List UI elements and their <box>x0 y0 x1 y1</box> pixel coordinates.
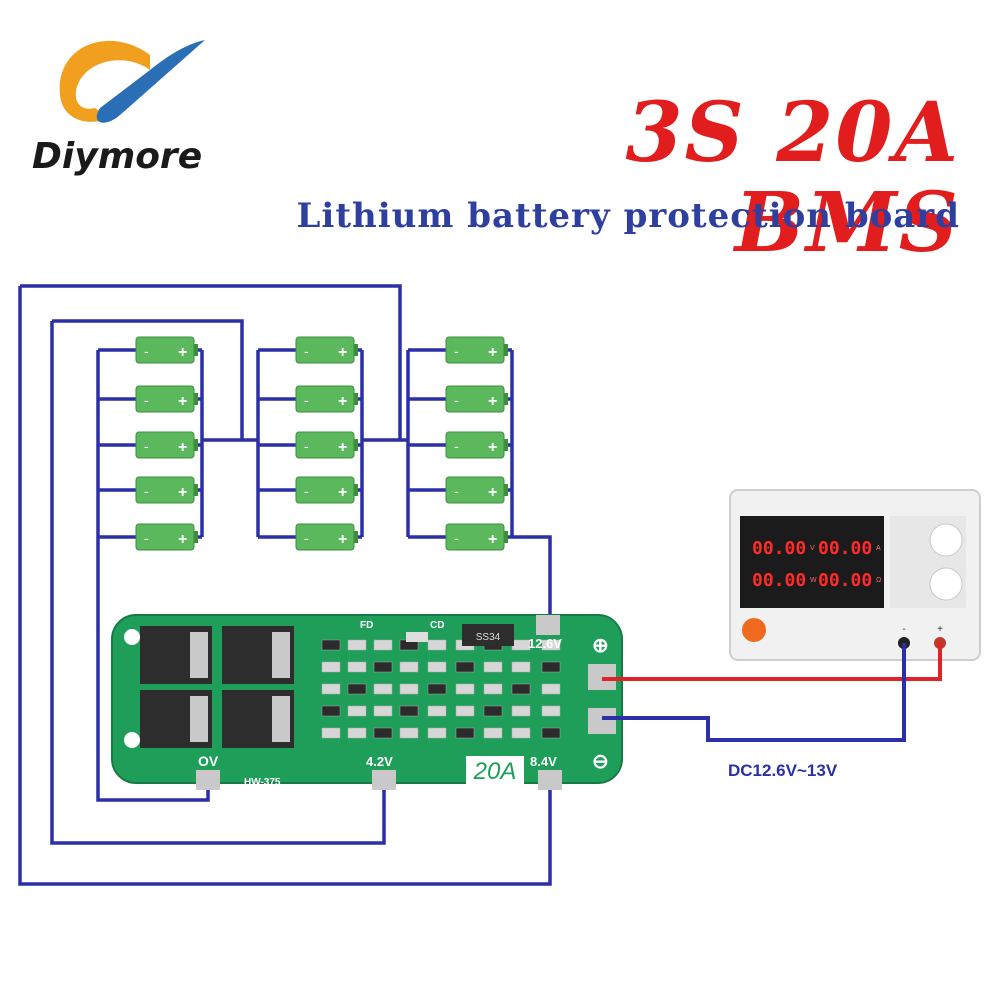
wire-negative <box>602 643 906 742</box>
cell-negative-mark: - <box>304 483 309 499</box>
knob-icon <box>929 523 963 557</box>
pad-ov <box>196 770 220 790</box>
psu-unit: A <box>876 545 881 552</box>
cell-negative-mark: - <box>144 530 149 546</box>
cell-positive-mark: + <box>488 484 497 501</box>
wire-positive <box>602 643 942 681</box>
cell-positive-mark: + <box>178 393 187 410</box>
battery-cell: -+ <box>295 523 358 551</box>
battery-wiring <box>18 284 552 886</box>
cell-negative-mark: - <box>304 343 309 359</box>
psu-readout: 00.00 <box>752 538 806 559</box>
bms-board: SS34 OV 4.2V 8.4V 12.6V FD CD HW-375 ⊕ ⊖… <box>111 614 623 790</box>
diymore-logo-icon <box>59 40 205 123</box>
cell-negative-mark: - <box>304 392 309 408</box>
psu-unit: V <box>810 545 815 552</box>
mosfet-array <box>140 626 294 748</box>
psu-unit: W <box>810 577 817 584</box>
label-4v2: 4.2V <box>366 754 393 769</box>
page-subtitle: Lithium battery protection board <box>296 196 960 236</box>
cell-positive-mark: + <box>338 393 347 410</box>
diode-ss34 <box>462 624 514 646</box>
cell-negative-mark: - <box>144 343 149 359</box>
svg-text:-: - <box>902 624 905 635</box>
label-fd: FD <box>360 620 373 631</box>
power-button-icon <box>742 618 766 642</box>
battery-cell: -+ <box>135 385 198 413</box>
smd-components <box>321 632 561 739</box>
diode-label: SS34 <box>476 632 501 643</box>
cell-positive-mark: + <box>338 484 347 501</box>
cell-negative-mark: - <box>304 530 309 546</box>
mounting-hole <box>124 732 140 748</box>
charge-wiring <box>602 643 942 742</box>
psu-readout: 00.00 <box>752 570 806 591</box>
battery-cell: -+ <box>295 476 358 504</box>
cell-positive-mark: + <box>178 484 187 501</box>
cell-negative-mark: - <box>454 392 459 408</box>
cell-negative-mark: - <box>144 438 149 454</box>
battery-cell: -+ <box>135 431 198 459</box>
label-current-rating: 20A <box>473 758 517 785</box>
pad-12v6 <box>536 615 560 635</box>
label-cd: CD <box>430 620 444 631</box>
pad-4v2 <box>372 770 396 790</box>
brand-name: Diymore <box>32 136 203 177</box>
cell-negative-mark: - <box>144 392 149 408</box>
label-plus: ⊕ <box>592 635 609 657</box>
cell-positive-mark: + <box>338 531 347 548</box>
battery-cell: -+ <box>135 476 198 504</box>
cell-positive-mark: + <box>488 439 497 456</box>
battery-cell: -+ <box>445 385 508 413</box>
battery-cell: -+ <box>445 336 508 364</box>
pad-8v4 <box>538 770 562 790</box>
pad-minus <box>588 708 616 734</box>
battery-pack: -+-+-+-+-+-+-+-+-+-+-+-+-+-+-+ <box>135 336 508 551</box>
cell-positive-mark: + <box>338 344 347 361</box>
psu-unit: Ω <box>876 577 881 584</box>
label-ov: OV <box>198 753 219 769</box>
battery-cell: -+ <box>295 336 358 364</box>
svg-text:+: + <box>937 624 943 635</box>
cell-positive-mark: + <box>338 439 347 456</box>
cell-positive-mark: + <box>488 393 497 410</box>
battery-cell: -+ <box>445 476 508 504</box>
battery-cell: -+ <box>445 431 508 459</box>
cell-negative-mark: - <box>454 530 459 546</box>
battery-cell: -+ <box>135 523 198 551</box>
cell-positive-mark: + <box>488 531 497 548</box>
cell-negative-mark: - <box>144 483 149 499</box>
charge-input-label: DC12.6V~13V <box>728 761 838 780</box>
battery-cell: -+ <box>135 336 198 364</box>
knob-icon <box>929 567 963 601</box>
label-model: HW-375 <box>244 777 281 788</box>
page-title: 3S 20A BMS <box>625 85 960 271</box>
battery-cell: -+ <box>445 523 508 551</box>
mounting-hole <box>124 629 140 645</box>
battery-cell: -+ <box>295 385 358 413</box>
cell-positive-mark: + <box>488 344 497 361</box>
cell-negative-mark: - <box>454 438 459 454</box>
label-8v4: 8.4V <box>530 754 557 769</box>
cell-negative-mark: - <box>304 438 309 454</box>
psu-readout: 00.00 <box>818 570 872 591</box>
cell-negative-mark: - <box>454 483 459 499</box>
label-12v6: 12.6V <box>528 636 562 651</box>
cell-positive-mark: + <box>178 439 187 456</box>
cell-positive-mark: + <box>178 531 187 548</box>
cell-negative-mark: - <box>454 343 459 359</box>
cell-positive-mark: + <box>178 344 187 361</box>
battery-cell: -+ <box>295 431 358 459</box>
psu-readout: 00.00 <box>818 538 872 559</box>
label-minus: ⊖ <box>592 751 609 773</box>
